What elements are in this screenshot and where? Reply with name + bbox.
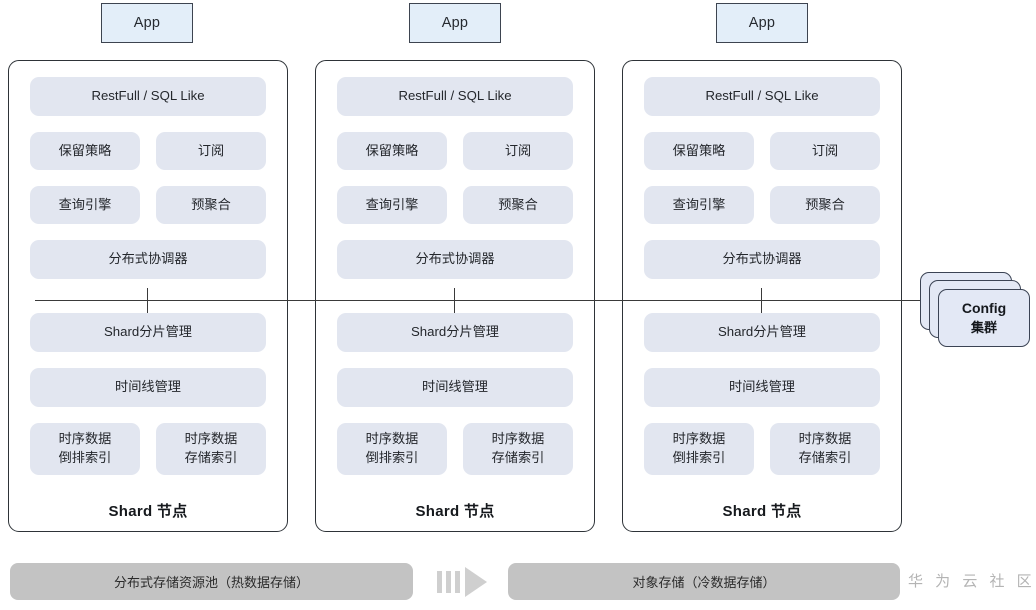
module-storage-index-line2: 存储索引 <box>798 450 852 465</box>
module-retention-policy: 保留策略 <box>337 132 447 170</box>
bus-line-gap <box>644 295 880 313</box>
module-api: RestFull / SQL Like <box>30 77 266 116</box>
module-row-index: 时序数据倒排索引 时序数据存储索引 <box>30 423 266 475</box>
config-bus-line <box>35 300 920 301</box>
config-cluster-subtitle: 集群 <box>970 320 997 335</box>
module-inverted-index: 时序数据倒排索引 <box>337 423 447 475</box>
config-card-front: Config 集群 <box>938 289 1030 347</box>
module-inverted-index-line2: 倒排索引 <box>672 450 726 465</box>
module-timeline-management: 时间线管理 <box>30 368 266 407</box>
flow-arrow-bar-2 <box>446 571 451 593</box>
module-pre-aggregation: 预聚合 <box>156 186 266 224</box>
module-api: RestFull / SQL Like <box>644 77 880 116</box>
module-distributed-coordinator: 分布式协调器 <box>337 240 573 279</box>
module-storage-index-line1: 时序数据 <box>798 431 852 447</box>
module-query-engine: 查询引擎 <box>337 186 447 224</box>
module-inverted-index: 时序数据倒排索引 <box>644 423 754 475</box>
module-row-index: 时序数据倒排索引 时序数据存储索引 <box>644 423 880 475</box>
module-shard-management: Shard分片管理 <box>644 313 880 352</box>
flow-arrow-bar-3 <box>455 571 460 593</box>
app-box-label: App <box>133 15 161 31</box>
module-shard-management: Shard分片管理 <box>337 313 573 352</box>
flow-arrow-head <box>465 567 487 597</box>
config-cluster-title: Config <box>961 300 1007 316</box>
module-timeline-management: 时间线管理 <box>337 368 573 407</box>
shard-node-caption: Shard 节点 <box>108 503 188 520</box>
storage-bar-hot: 分布式存储资源池（热数据存储） <box>10 563 413 600</box>
app-box-3: App <box>716 3 808 43</box>
node-2-bus-connector <box>454 288 455 313</box>
module-inverted-index-line2: 倒排索引 <box>58 450 112 465</box>
module-storage-index-line2: 存储索引 <box>491 450 545 465</box>
module-pre-aggregation: 预聚合 <box>463 186 573 224</box>
module-row-query: 查询引擎 预聚合 <box>644 186 880 224</box>
module-storage-index-line1: 时序数据 <box>184 431 238 447</box>
module-inverted-index-line1: 时序数据 <box>672 431 726 447</box>
module-pre-aggregation: 预聚合 <box>770 186 880 224</box>
app-box-label: App <box>441 15 469 31</box>
module-row-index: 时序数据倒排索引 时序数据存储索引 <box>337 423 573 475</box>
module-api: RestFull / SQL Like <box>337 77 573 116</box>
module-inverted-index-line2: 倒排索引 <box>365 450 419 465</box>
shard-node-panel-3: RestFull / SQL Like 保留策略 订阅 查询引擎 预聚合 分布式… <box>622 60 902 532</box>
module-row-policy: 保留策略 订阅 <box>644 132 880 170</box>
module-storage-index-line1: 时序数据 <box>491 431 545 447</box>
module-row-query: 查询引擎 预聚合 <box>337 186 573 224</box>
watermark-text: 华 为 云 社 区 <box>908 573 1036 590</box>
shard-node-caption: Shard 节点 <box>415 503 495 520</box>
module-inverted-index: 时序数据倒排索引 <box>30 423 140 475</box>
module-inverted-index-line1: 时序数据 <box>58 431 112 447</box>
module-query-engine: 查询引擎 <box>30 186 140 224</box>
storage-bar-cold: 对象存储（冷数据存储） <box>508 563 900 600</box>
module-distributed-coordinator: 分布式协调器 <box>30 240 266 279</box>
bus-line-gap <box>337 295 573 313</box>
app-box-1: App <box>101 3 193 43</box>
app-box-label: App <box>748 15 776 31</box>
module-subscription: 订阅 <box>770 132 880 170</box>
module-subscription: 订阅 <box>463 132 573 170</box>
module-timeline-management: 时间线管理 <box>644 368 880 407</box>
module-inverted-index-line1: 时序数据 <box>365 431 419 447</box>
shard-node-caption: Shard 节点 <box>722 503 802 520</box>
shard-node-panel-1: RestFull / SQL Like 保留策略 订阅 查询引擎 预聚合 分布式… <box>8 60 288 532</box>
module-distributed-coordinator: 分布式协调器 <box>644 240 880 279</box>
bus-line-gap <box>30 295 266 313</box>
module-shard-management: Shard分片管理 <box>30 313 266 352</box>
node-3-bus-connector <box>761 288 762 313</box>
module-storage-index: 时序数据存储索引 <box>770 423 880 475</box>
module-storage-index-line2: 存储索引 <box>184 450 238 465</box>
flow-arrow-bar-1 <box>437 571 442 593</box>
config-cluster: Config 集群 <box>920 272 1032 354</box>
shard-node-panel-2: RestFull / SQL Like 保留策略 订阅 查询引擎 预聚合 分布式… <box>315 60 595 532</box>
module-storage-index: 时序数据存储索引 <box>156 423 266 475</box>
module-row-policy: 保留策略 订阅 <box>30 132 266 170</box>
module-row-query: 查询引擎 预聚合 <box>30 186 266 224</box>
module-storage-index: 时序数据存储索引 <box>463 423 573 475</box>
module-row-policy: 保留策略 订阅 <box>337 132 573 170</box>
module-query-engine: 查询引擎 <box>644 186 754 224</box>
module-subscription: 订阅 <box>156 132 266 170</box>
node-1-bus-connector <box>147 288 148 313</box>
app-box-2: App <box>409 3 501 43</box>
flow-arrow-icon <box>437 567 499 597</box>
module-retention-policy: 保留策略 <box>30 132 140 170</box>
module-retention-policy: 保留策略 <box>644 132 754 170</box>
